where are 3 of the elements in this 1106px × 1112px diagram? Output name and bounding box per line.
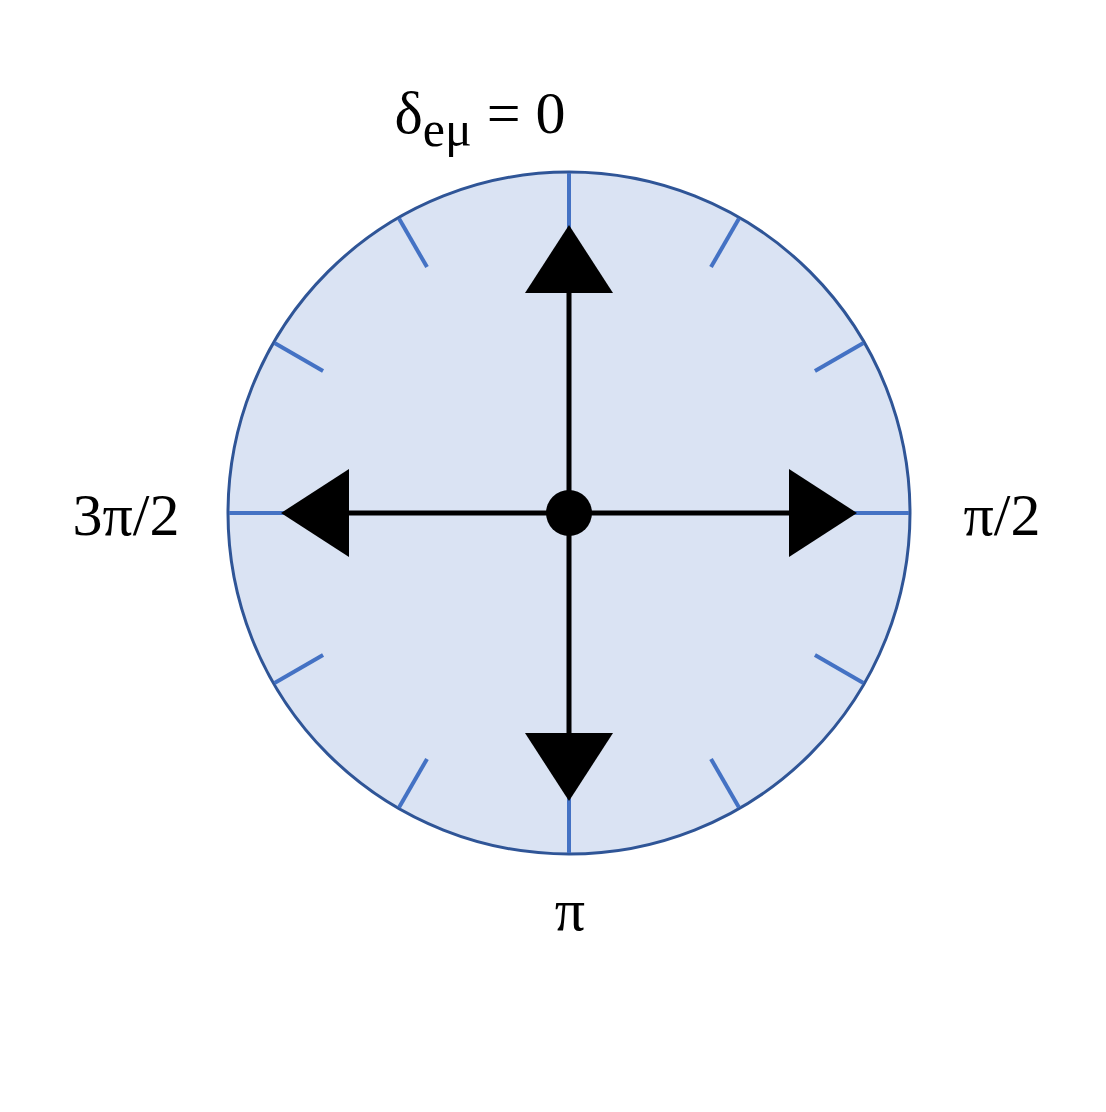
angle-label: π/2 xyxy=(963,485,1041,545)
angle-label: π xyxy=(554,880,586,940)
angle-label: 3π/2 xyxy=(72,485,180,545)
